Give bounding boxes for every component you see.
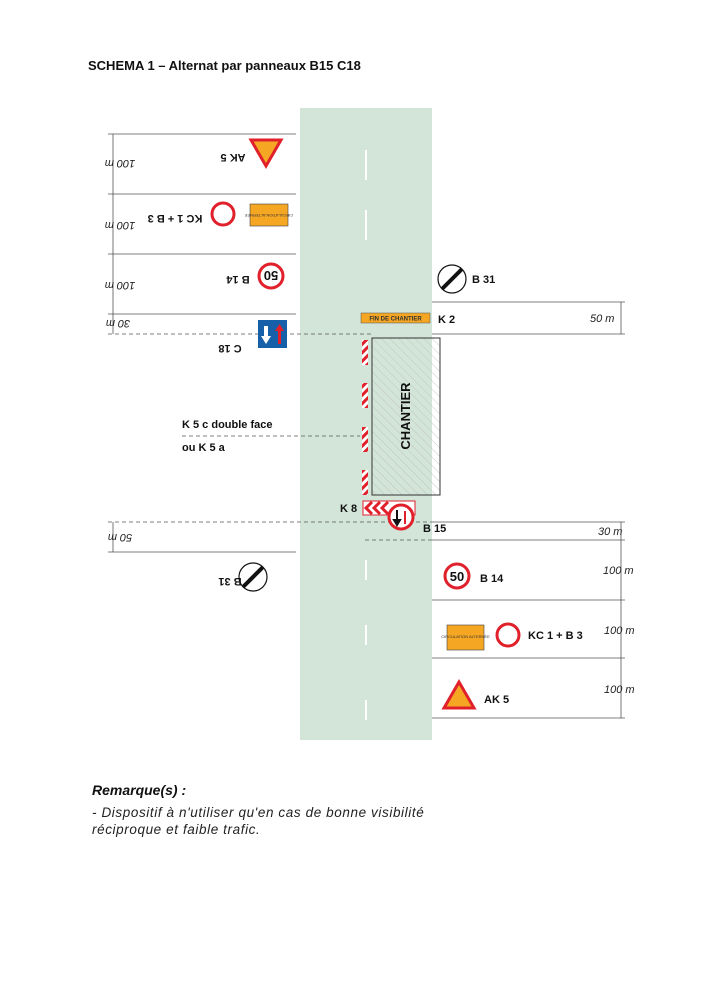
left-kc1-b3-sign: CIRCULATION ALTERNÉE KC 1 + B 3 xyxy=(148,201,293,227)
left-distance-1: 100 m xyxy=(105,157,136,169)
right-distances: 50 m 30 m 100 m 100 m 100 m xyxy=(590,313,635,696)
left-distance-2: 100 m xyxy=(105,219,136,231)
no-overtaking-icon xyxy=(210,201,236,227)
left-distance-4: 30 m xyxy=(106,317,130,329)
svg-text:K 8: K 8 xyxy=(340,503,357,515)
right-ak5-sign: AK 5 xyxy=(441,678,509,710)
svg-text:CIRCULATION ALTERNÉE: CIRCULATION ALTERNÉE xyxy=(441,634,490,639)
priority-icon xyxy=(258,320,287,348)
svg-text:ou K 5 a: ou K 5 a xyxy=(182,442,226,454)
right-distance-3: 100 m xyxy=(603,565,634,577)
right-dimension-lines xyxy=(365,301,625,719)
roadworks-triangle-icon xyxy=(248,138,284,170)
left-c18-sign: C 18 xyxy=(218,320,287,354)
alternating-traffic-panel xyxy=(249,203,289,227)
worksite-area: CHANTIER xyxy=(371,337,441,496)
remark-line: - Dispositif à n'utiliser qu'en cas de b… xyxy=(92,805,425,820)
left-dimension-lines xyxy=(108,133,432,553)
left-b31-sign: B 31 xyxy=(218,562,268,592)
page-title: SCHEMA 1 – Alternat par panneaux B15 C18 xyxy=(88,58,361,73)
svg-text:B 31: B 31 xyxy=(472,274,495,286)
left-distances: 100 m 100 m 100 m 30 m 50 m xyxy=(105,157,136,543)
left-ak5-sign: AK 5 xyxy=(220,138,284,170)
k5-barriers xyxy=(362,340,368,495)
alternating-traffic-panel xyxy=(446,624,485,651)
svg-text:C 18: C 18 xyxy=(218,342,241,354)
left-distance-5: 50 m xyxy=(108,531,132,543)
svg-text:50: 50 xyxy=(264,268,278,283)
svg-text:B 14: B 14 xyxy=(480,573,504,585)
right-distance-5: 100 m xyxy=(604,684,635,696)
left-distance-3: 100 m xyxy=(105,279,136,291)
svg-text:CIRCULATION ALTERNÉE: CIRCULATION ALTERNÉE xyxy=(244,213,293,218)
svg-text:B 15: B 15 xyxy=(423,523,446,535)
roadworks-triangle-icon xyxy=(441,678,477,710)
left-b14-sign: 50 B 14 xyxy=(226,262,285,290)
svg-text:AK 5: AK 5 xyxy=(220,151,245,163)
right-b14-sign: 50 B 14 xyxy=(443,562,504,590)
k5-label: K 5 c double face ou K 5 a xyxy=(182,419,360,454)
svg-text:AK 5: AK 5 xyxy=(484,694,509,706)
svg-text:KC 1 + B 3: KC 1 + B 3 xyxy=(148,212,203,224)
give-way-oncoming-icon xyxy=(387,503,415,531)
svg-text:KC 1 + B 3: KC 1 + B 3 xyxy=(528,630,583,642)
svg-text:50: 50 xyxy=(450,569,464,584)
no-overtaking-icon xyxy=(495,622,521,648)
right-b31-sign: B 31 xyxy=(437,264,495,294)
remark-line: réciproque et faible trafic. xyxy=(92,822,261,837)
svg-text:B 14: B 14 xyxy=(226,273,250,285)
svg-text:K 5 c double face: K 5 c double face xyxy=(182,419,272,431)
right-distance-4: 100 m xyxy=(604,625,635,637)
remarks-title: Remarque(s) : xyxy=(92,782,187,798)
right-k2-panel: FIN DE CHANTIER K 2 xyxy=(360,312,455,326)
right-distance-2: 30 m xyxy=(598,526,622,538)
right-distance-1: 50 m xyxy=(590,313,614,325)
svg-text:CHANTIER: CHANTIER xyxy=(398,382,413,450)
right-b15-sign: B 15 xyxy=(387,503,446,535)
svg-text:B 31: B 31 xyxy=(218,575,241,587)
right-kc1-b3-sign: CIRCULATION ALTERNÉE KC 1 + B 3 xyxy=(441,622,583,651)
svg-text:K 2: K 2 xyxy=(438,314,455,326)
svg-text:FIN DE CHANTIER: FIN DE CHANTIER xyxy=(369,317,422,323)
